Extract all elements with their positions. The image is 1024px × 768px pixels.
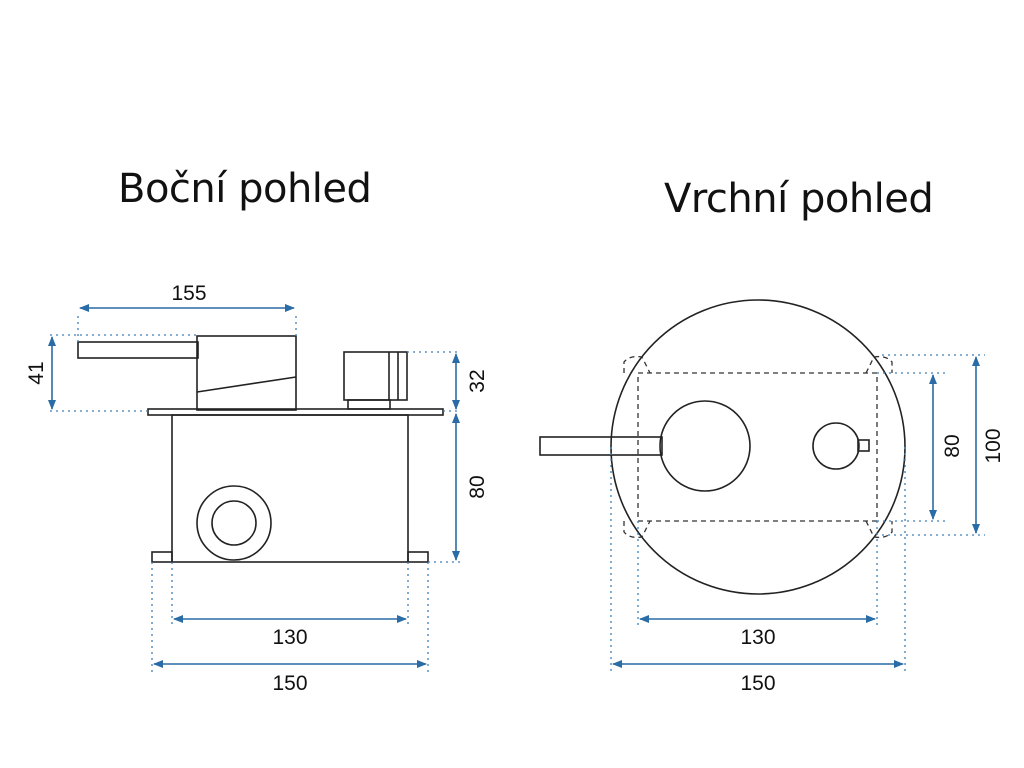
dim-label-plate-diameter: 150 xyxy=(740,672,775,695)
hidden-corner-bl xyxy=(623,520,651,539)
cover-plate xyxy=(610,299,906,595)
hidden-box-outline xyxy=(637,372,878,522)
top-view-drawing: 80 100 130 150 xyxy=(539,299,1005,695)
box-foot-left xyxy=(151,551,173,563)
dim-label-lever-length: 155 xyxy=(171,282,206,305)
top-view-title: Vrchní pohled xyxy=(664,176,934,222)
hidden-corner-br xyxy=(865,520,893,539)
main-knob xyxy=(659,400,751,492)
mounting-box xyxy=(171,414,409,563)
handle-slant-line xyxy=(196,376,297,393)
dim-label-inner-height: 80 xyxy=(941,434,964,457)
dim-label-box-width: 130 xyxy=(272,626,307,649)
side-view-title: Boční pohled xyxy=(118,166,372,212)
dim-label-lever-height: 41 xyxy=(25,361,48,384)
dim-label-plate-diameter-vertical: 100 xyxy=(982,428,1005,463)
dim-label-inner-width: 130 xyxy=(740,626,775,649)
hidden-corner-tl xyxy=(623,355,651,374)
pipe-connector-outer xyxy=(196,485,272,561)
knob-stem xyxy=(347,399,391,410)
pipe-connector-inner xyxy=(211,500,257,546)
dim-label-cap-height: 32 xyxy=(466,369,489,392)
hidden-corner-tr xyxy=(865,355,893,374)
secondary-knob xyxy=(812,422,860,470)
box-foot-right xyxy=(407,551,429,563)
dim-label-total-width: 150 xyxy=(272,672,307,695)
dim-label-box-height: 80 xyxy=(466,475,489,498)
side-view-drawing: 155 41 32 80 130 150 xyxy=(25,282,489,695)
handle-body xyxy=(196,335,297,411)
lever-handle-top xyxy=(539,436,663,456)
lever-handle xyxy=(77,341,199,359)
secondary-knob-tab xyxy=(857,439,870,452)
